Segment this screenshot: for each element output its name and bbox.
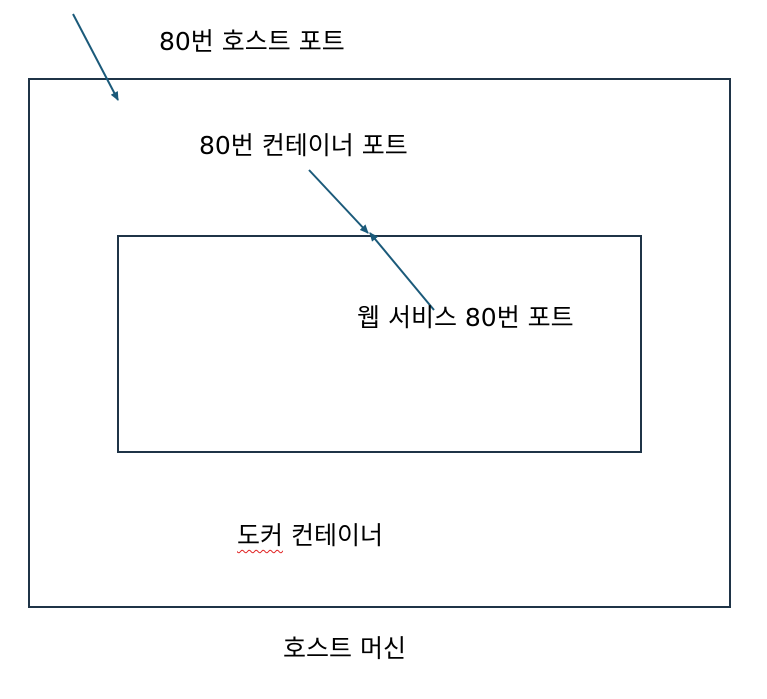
host-machine-box: [28, 78, 731, 608]
docker-container-label: 도커 컨테이너: [237, 521, 383, 551]
web-service-port-label: 웹 서비스 80번 포트: [357, 303, 574, 332]
docker-word-spellcheck: 도커: [237, 521, 284, 550]
host-machine-label: 호스트 머신: [283, 634, 406, 663]
host-port-arrow: [72, 13, 119, 101]
container-port-arrow: [308, 169, 369, 234]
docker-container-box: [117, 235, 642, 453]
web-service-arrow: [369, 232, 435, 311]
container-port-label: 80번 컨테이너 포트: [199, 131, 408, 160]
host-port-label: 80번 호스트 포트: [159, 27, 345, 56]
container-word: 컨테이너: [283, 521, 383, 550]
